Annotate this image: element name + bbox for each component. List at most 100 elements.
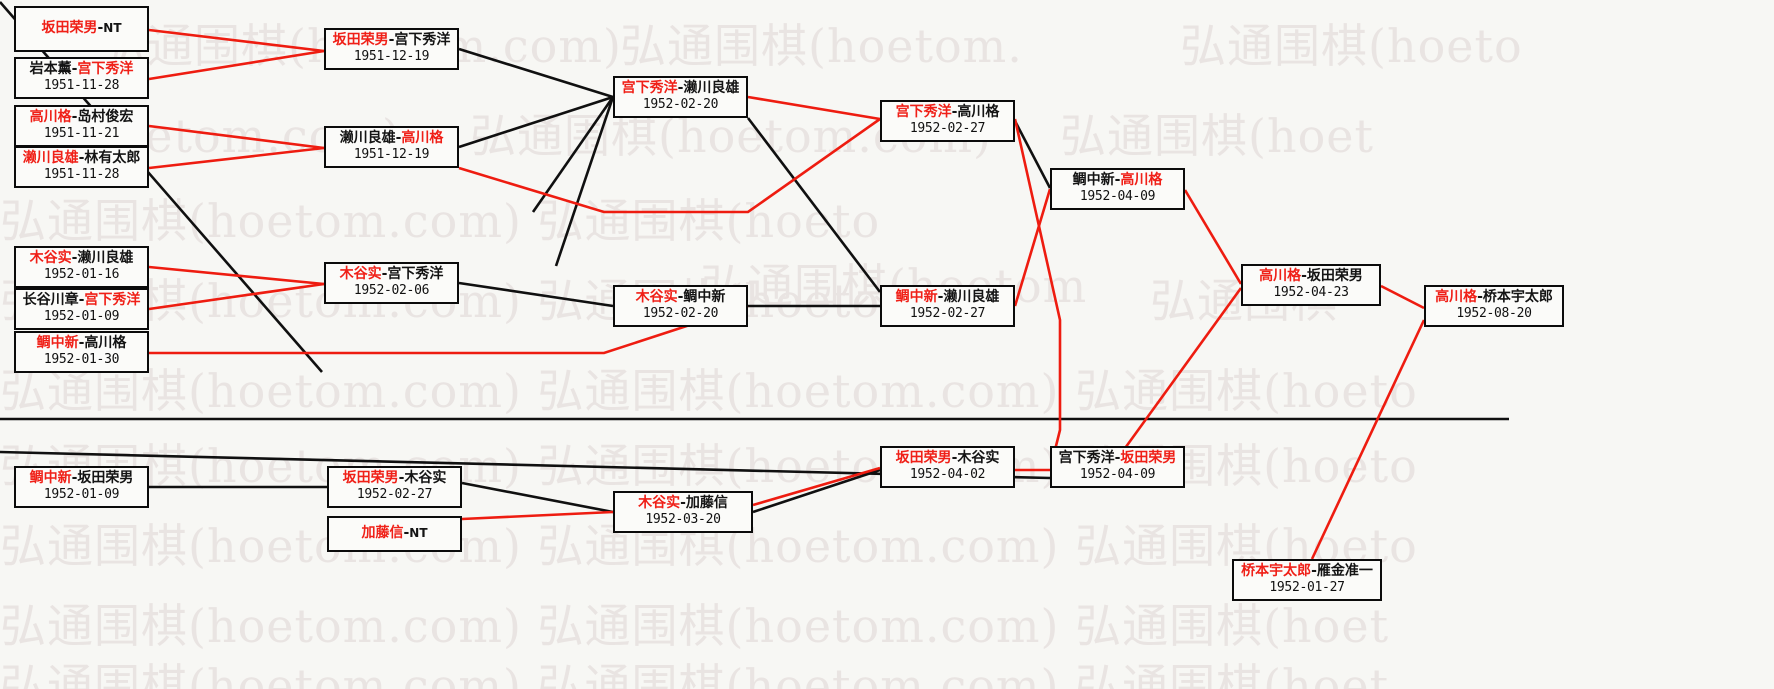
player-separator: - xyxy=(381,266,388,283)
player-loser: 雁金准一 xyxy=(1316,563,1373,580)
match-players: 木谷实-宫下秀洋 xyxy=(340,267,444,283)
player-loser: 宫下秀洋 xyxy=(387,266,444,283)
match-date: 1952-04-23 xyxy=(1273,285,1349,301)
match-players: 宫下秀洋-濑川良雄 xyxy=(622,81,740,97)
line-m1-m8 xyxy=(148,28,325,53)
match-date: 1952-03-20 xyxy=(645,512,721,528)
player-loser: 加藤信 xyxy=(685,495,728,512)
player-separator: - xyxy=(677,289,684,306)
player-loser: 长谷川章 xyxy=(22,292,79,309)
line-m14-m15 xyxy=(1013,188,1052,307)
player-separator: - xyxy=(71,250,78,267)
player-winner: 濑川良雄 xyxy=(22,150,79,167)
player-separator: - xyxy=(1301,268,1307,285)
player-winner: 木谷实 xyxy=(635,289,678,306)
player-winner: 高川格 xyxy=(1120,172,1163,189)
match-players: 桥本宇太郎-雁金准一 xyxy=(1241,564,1373,580)
match-box[interactable]: 坂田荣男-NT xyxy=(14,6,149,52)
player-separator: - xyxy=(78,150,85,167)
match-date: 1952-01-30 xyxy=(43,352,120,368)
line-m6-m10 xyxy=(148,282,325,311)
player-winner: 木谷实 xyxy=(29,250,72,267)
player-loser: 坂田荣男 xyxy=(77,470,134,487)
player-loser: NT xyxy=(409,526,428,541)
line-m24-m17 xyxy=(1310,319,1426,560)
player-winner: 高川格 xyxy=(401,130,444,147)
line-m21-m22 xyxy=(752,468,881,514)
match-players: 坂田荣男-宫下秀洋 xyxy=(333,33,451,49)
player-loser: 木谷实 xyxy=(957,450,1000,467)
line-m19-m21 xyxy=(461,481,614,514)
match-players: 岩本薰-宫下秀洋 xyxy=(30,62,134,78)
player-separator: - xyxy=(97,20,104,37)
player-loser: 宫下秀洋 xyxy=(394,32,451,49)
player-loser: 濑川良雄 xyxy=(683,80,740,97)
match-players: 坂田荣男-木谷实 xyxy=(896,451,1000,467)
player-separator: - xyxy=(1114,450,1121,467)
match-players: 高川格-桥本宇太郎 xyxy=(1435,290,1553,306)
player-separator: - xyxy=(78,335,85,352)
match-box[interactable]: 加藤信-NT xyxy=(327,516,462,552)
player-loser: 鲷中新 xyxy=(683,289,726,306)
player-winner: 宫下秀洋 xyxy=(77,61,134,78)
player-loser: 木谷实 xyxy=(404,470,447,487)
player-winner: 高川格 xyxy=(29,109,72,126)
match-date: 1952-08-20 xyxy=(1456,306,1532,322)
player-winner: 宫下秀洋 xyxy=(895,104,952,121)
match-date: 1952-02-27 xyxy=(909,121,986,137)
player-loser: 濑川良雄 xyxy=(339,130,396,147)
player-separator: - xyxy=(937,289,944,306)
player-separator: - xyxy=(388,32,395,49)
match-players: 木谷实-加藤信 xyxy=(638,496,728,512)
red-connectors xyxy=(148,28,1426,560)
match-players: 宫下秀洋-高川格 xyxy=(896,105,1000,121)
player-winner: 桥本宇太郎 xyxy=(1241,563,1312,580)
player-separator: - xyxy=(680,495,686,512)
match-date: 1952-01-16 xyxy=(43,267,120,283)
player-separator: - xyxy=(1114,172,1121,189)
line-m16-m17 xyxy=(1380,284,1425,310)
match-date: 1951-11-28 xyxy=(43,78,120,94)
match-date: 1951-11-28 xyxy=(43,167,120,183)
match-players: 长谷川章-宫下秀洋 xyxy=(23,293,141,309)
line-m15-m16 xyxy=(1183,189,1243,285)
player-separator: - xyxy=(398,470,405,487)
match-date: 1952-02-27 xyxy=(909,306,986,322)
match-players: 木谷实-鲷中新 xyxy=(636,290,726,306)
match-date: 1952-02-27 xyxy=(356,487,433,503)
player-loser: 宫下秀洋 xyxy=(1058,450,1115,467)
match-date: 1952-04-09 xyxy=(1079,189,1156,205)
match-date: 1951-11-21 xyxy=(43,126,120,142)
match-date: 1952-02-20 xyxy=(642,306,719,322)
player-winner: 坂田荣男 xyxy=(1120,450,1177,467)
match-date: 1951-12-19 xyxy=(353,49,430,65)
black-connectors xyxy=(0,1,1509,514)
line-m13-m15 xyxy=(1013,120,1052,189)
line-m5-m10 xyxy=(148,265,325,286)
match-date: 1952-01-09 xyxy=(43,309,120,325)
match-date: 1952-04-09 xyxy=(1079,467,1156,483)
